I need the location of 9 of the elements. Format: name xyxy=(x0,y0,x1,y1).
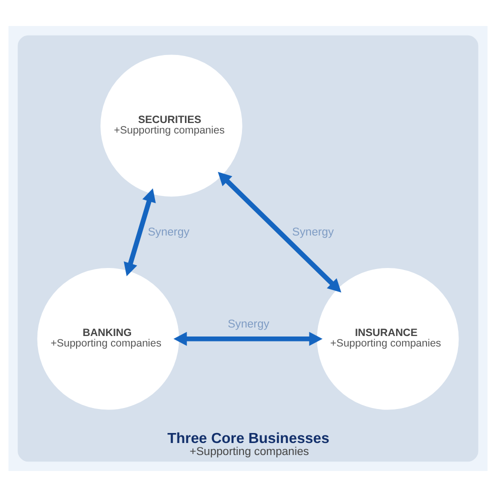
node-circle: SECURITIES +Supporting companies xyxy=(100,54,242,196)
edge-label: Synergy xyxy=(292,226,334,238)
arrow xyxy=(218,171,342,292)
arrow xyxy=(124,188,156,276)
arrow xyxy=(174,331,323,346)
node-circle: INSURANCE +Supporting companies xyxy=(316,267,459,410)
edge-label: Synergy xyxy=(228,318,270,330)
node-circle: BANKING +Supporting companies xyxy=(37,267,180,410)
edge-label: Synergy xyxy=(148,226,190,238)
